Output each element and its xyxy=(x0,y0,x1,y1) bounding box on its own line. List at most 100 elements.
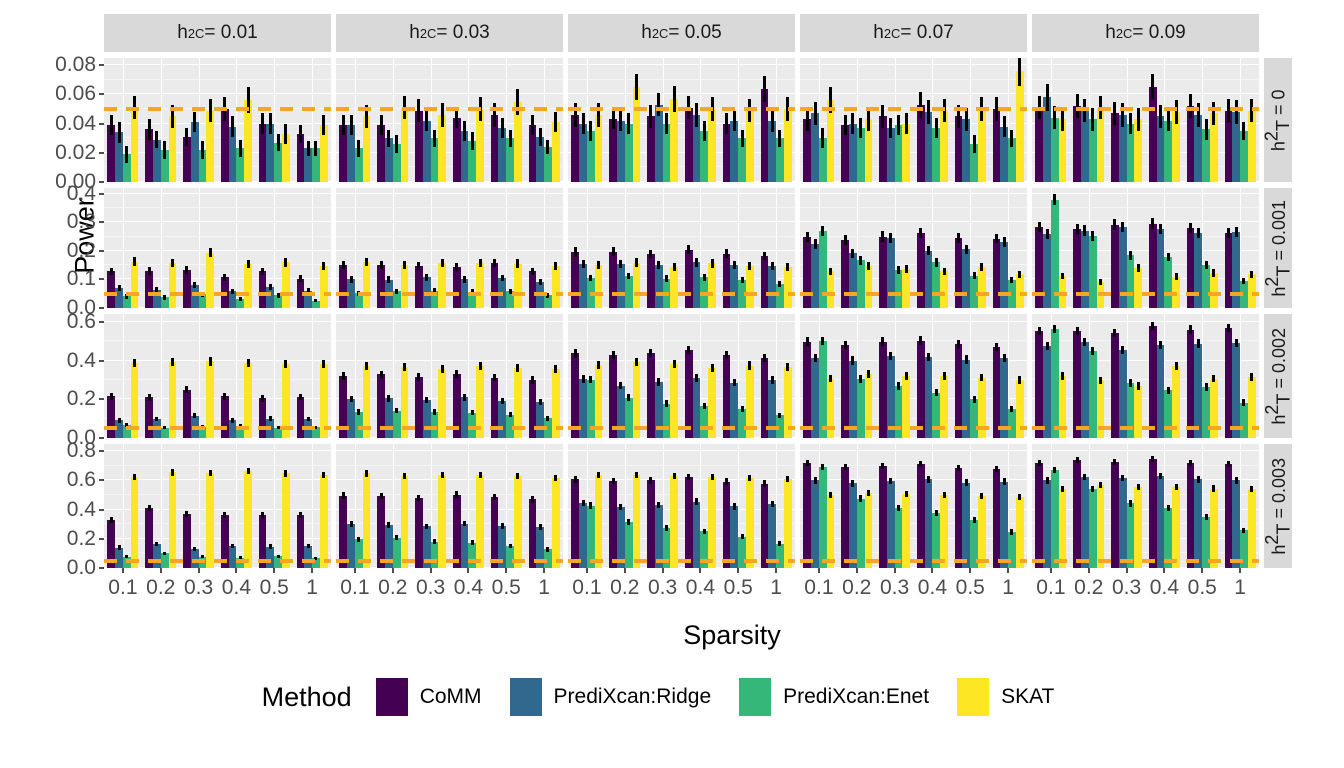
gridline-vertical xyxy=(1126,188,1128,308)
gridline-major xyxy=(800,320,1027,322)
gridline-vertical xyxy=(1164,58,1166,182)
error-bar xyxy=(634,471,638,478)
bar-predixcan-enet xyxy=(122,423,131,438)
gridline-major xyxy=(336,151,563,153)
error-bar xyxy=(859,495,863,502)
y-tick-mark xyxy=(99,181,104,183)
bar-skat xyxy=(632,357,641,438)
bar-predixcan-ridge xyxy=(692,258,701,308)
gridline-major xyxy=(336,479,563,481)
gridline-major xyxy=(104,567,331,568)
error-bar xyxy=(1128,500,1132,507)
error-bar xyxy=(573,247,577,257)
gridline-minor xyxy=(800,494,1027,496)
error-bar xyxy=(125,294,129,299)
y-tick-label: 0.04 xyxy=(55,111,96,135)
bar-skat xyxy=(670,262,679,308)
gridline-major xyxy=(336,221,563,223)
bar-predixcan-enet xyxy=(818,128,827,182)
error-bar xyxy=(589,274,593,282)
gridline-minor xyxy=(800,235,1027,237)
error-bar xyxy=(1045,229,1049,240)
error-bar xyxy=(314,556,318,560)
bar-comm xyxy=(879,337,887,438)
bar-predixcan-ridge xyxy=(115,284,123,308)
y-tick-mark xyxy=(99,151,104,154)
gridline-major xyxy=(336,122,563,124)
error-bar xyxy=(695,258,699,267)
legend-key-swatch xyxy=(509,678,542,716)
reference-line-0.05 xyxy=(568,558,795,563)
bar-skat xyxy=(708,363,716,438)
gridline-major xyxy=(1032,567,1259,568)
panel-r1-c1 xyxy=(336,188,563,308)
bar-comm xyxy=(183,385,191,438)
gridline-minor xyxy=(336,552,563,554)
reference-line-0.05 xyxy=(1032,107,1259,112)
bar-comm xyxy=(145,394,153,438)
error-bar xyxy=(268,416,272,422)
gridline-major xyxy=(1032,479,1259,481)
legend-item-predixcan-enet[interactable]: PrediXcan:Enet xyxy=(739,678,929,716)
bar-predixcan-enet xyxy=(624,113,633,182)
error-bar xyxy=(994,342,998,352)
bar-skat xyxy=(282,470,290,568)
error-bar xyxy=(611,247,615,257)
error-bar xyxy=(395,535,399,541)
error-bar xyxy=(896,382,900,390)
bar-comm xyxy=(1148,74,1157,182)
error-bar xyxy=(748,261,752,270)
gridline-vertical xyxy=(662,188,664,308)
bar-comm xyxy=(296,512,305,568)
bar-predixcan-ridge xyxy=(1043,341,1051,438)
bar-comm xyxy=(1111,458,1119,568)
error-bar xyxy=(1166,110,1170,131)
reference-line-0.05 xyxy=(336,558,563,563)
error-bar xyxy=(657,93,661,117)
error-bar xyxy=(589,375,593,384)
error-bar xyxy=(934,509,938,516)
error-bar xyxy=(440,103,444,127)
gridline-major xyxy=(1032,307,1259,308)
bar-predixcan-ridge xyxy=(654,93,663,182)
error-bar xyxy=(1174,483,1178,490)
bar-predixcan-enet xyxy=(1050,324,1059,438)
bar-predixcan-enet xyxy=(430,539,439,568)
bar-predixcan-ridge xyxy=(190,546,199,568)
gridline-major xyxy=(104,508,331,510)
bar-skat xyxy=(940,491,948,568)
bar-predixcan-enet xyxy=(738,534,746,568)
error-bar xyxy=(147,119,151,140)
error-bar xyxy=(927,352,931,362)
legend-item-predixcan-ridge[interactable]: PrediXcan:Ridge xyxy=(509,678,711,716)
legend-item-comm[interactable]: CoMM xyxy=(375,678,482,716)
gridline-vertical xyxy=(1164,444,1166,568)
bar-predixcan-enet xyxy=(1202,119,1210,182)
bar-comm xyxy=(1186,325,1195,438)
error-bar xyxy=(843,464,847,471)
bar-comm xyxy=(107,516,116,568)
error-bar xyxy=(440,471,444,478)
error-bar xyxy=(573,349,577,358)
bar-skat xyxy=(400,363,409,438)
bar-skat xyxy=(206,98,215,182)
error-bar xyxy=(185,266,189,274)
error-bar xyxy=(597,361,601,370)
legend-item-skat[interactable]: SKAT xyxy=(957,678,1054,716)
error-bar xyxy=(740,129,744,147)
error-bar xyxy=(829,267,833,276)
gridline-vertical xyxy=(236,444,238,568)
bar-predixcan-enet xyxy=(1240,122,1248,182)
bar-comm xyxy=(684,95,693,182)
bar-skat xyxy=(1015,376,1024,438)
gridline-vertical xyxy=(738,188,740,308)
error-bar xyxy=(231,418,235,423)
error-bar xyxy=(702,528,706,535)
error-bar xyxy=(725,350,729,360)
gridline-minor xyxy=(800,523,1027,525)
gridline-major xyxy=(1032,192,1259,194)
bar-predixcan-ridge xyxy=(1194,103,1203,182)
gridline-minor xyxy=(336,166,563,168)
bar-comm xyxy=(1224,461,1233,568)
bar-predixcan-ridge xyxy=(228,116,237,182)
